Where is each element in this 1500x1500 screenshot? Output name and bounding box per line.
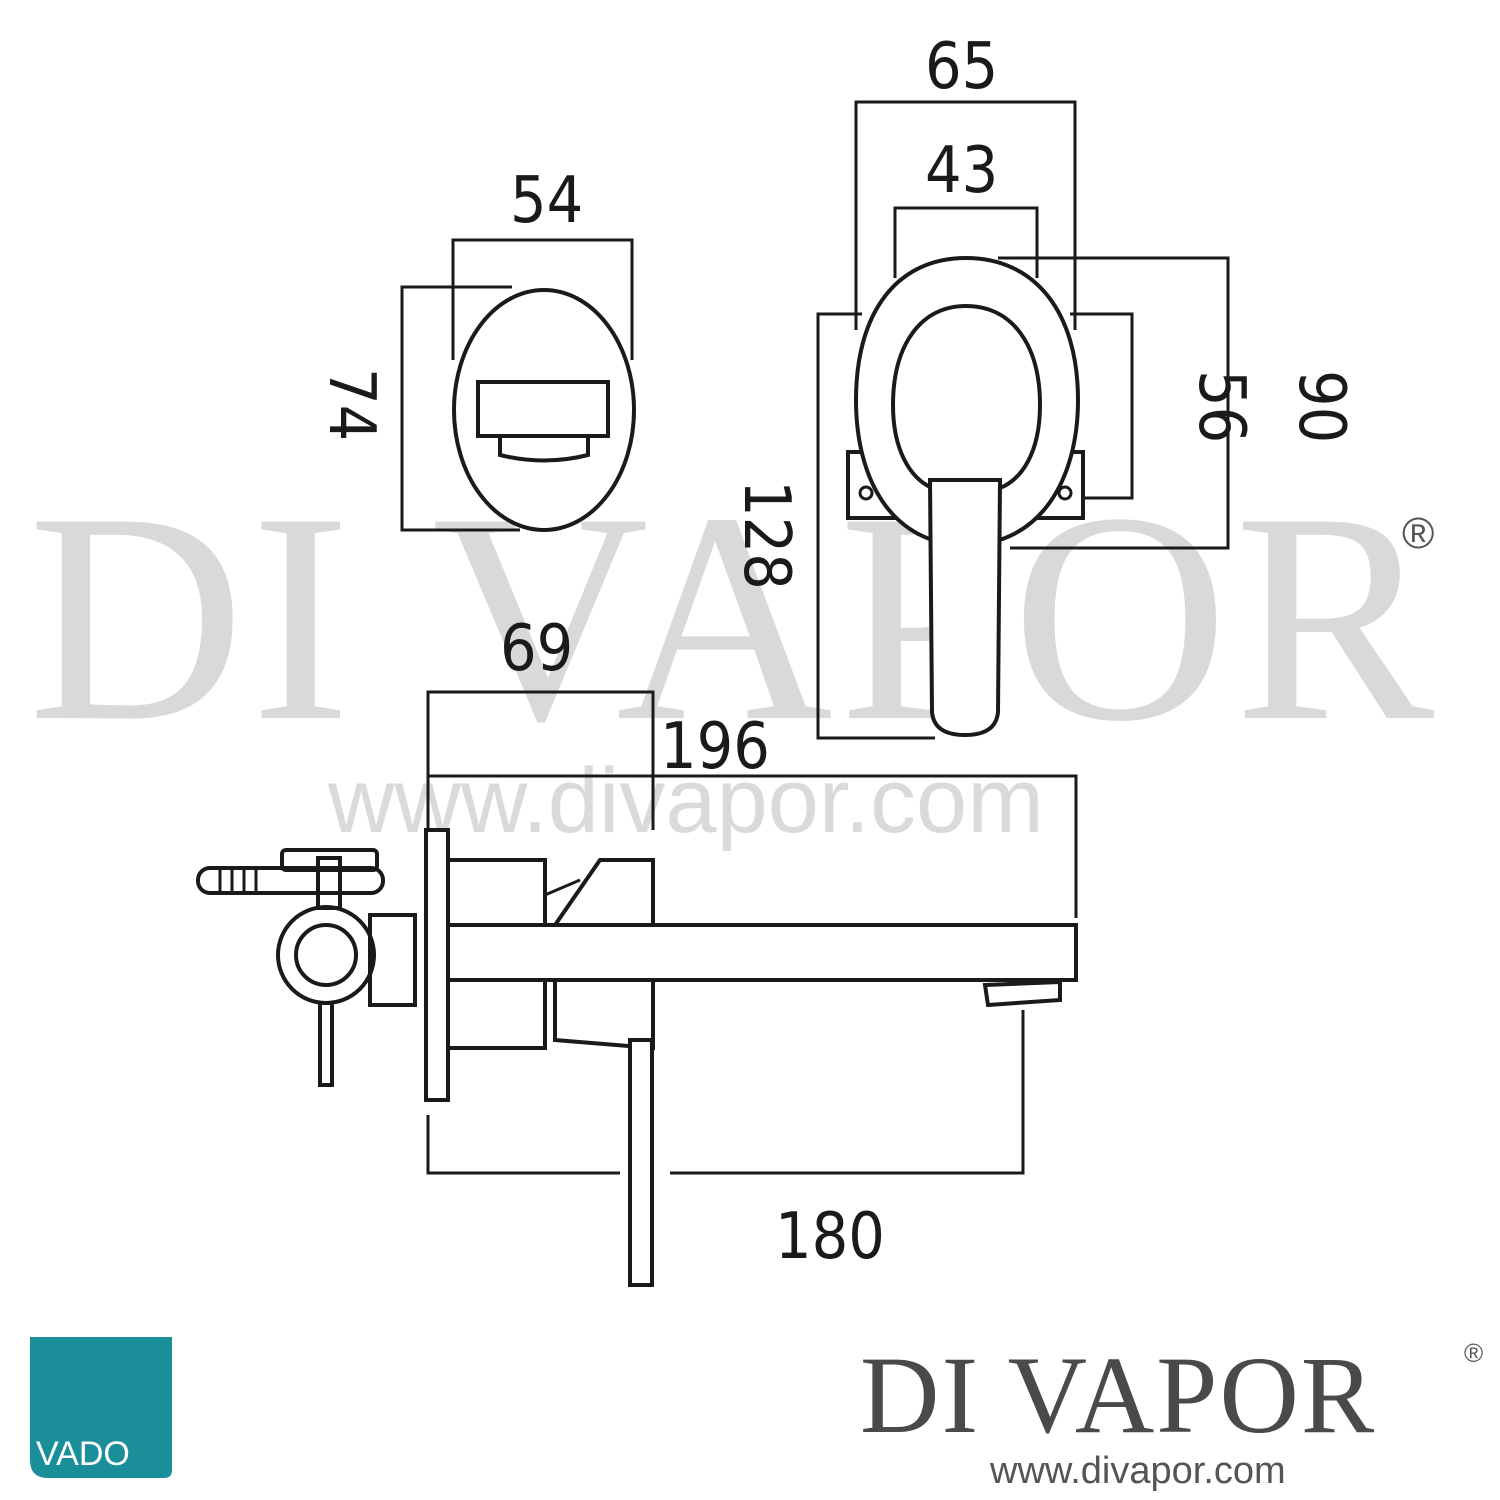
dim-handle-inner: 43 [925, 134, 998, 208]
dim-handle-outer: 65 [925, 30, 998, 104]
watermark-title: DI VAPOR [28, 451, 1440, 783]
divapor-brand-registered: ® [1464, 1338, 1483, 1368]
vado-logo-text: VADO [36, 1435, 130, 1473]
handle-front-view: 65 43 56 90 128 [729, 30, 1358, 740]
dim-handle-total: 90 [1284, 370, 1358, 443]
dim-body-depth: 69 [500, 612, 573, 686]
watermark-registered: ® [1402, 509, 1434, 558]
side-view: 69 196 180 [196, 612, 1078, 1287]
dim-outlet-distance: 180 [775, 1200, 885, 1274]
vado-logo: VADO [30, 1337, 172, 1478]
divapor-brand-title: DI VAPOR [860, 1334, 1376, 1456]
divapor-brand-url: www.divapor.com [989, 1450, 1286, 1492]
dim-spout-height: 74 [314, 368, 388, 441]
dim-lever-height: 128 [729, 480, 803, 590]
spout-front-view: 54 74 [314, 164, 636, 532]
dim-plate-height: 56 [1184, 370, 1258, 443]
divapor-brand: DI VAPOR ® www.divapor.com [860, 1334, 1483, 1492]
dim-spout-width: 54 [510, 164, 583, 238]
dim-spout-projection: 196 [660, 710, 770, 784]
